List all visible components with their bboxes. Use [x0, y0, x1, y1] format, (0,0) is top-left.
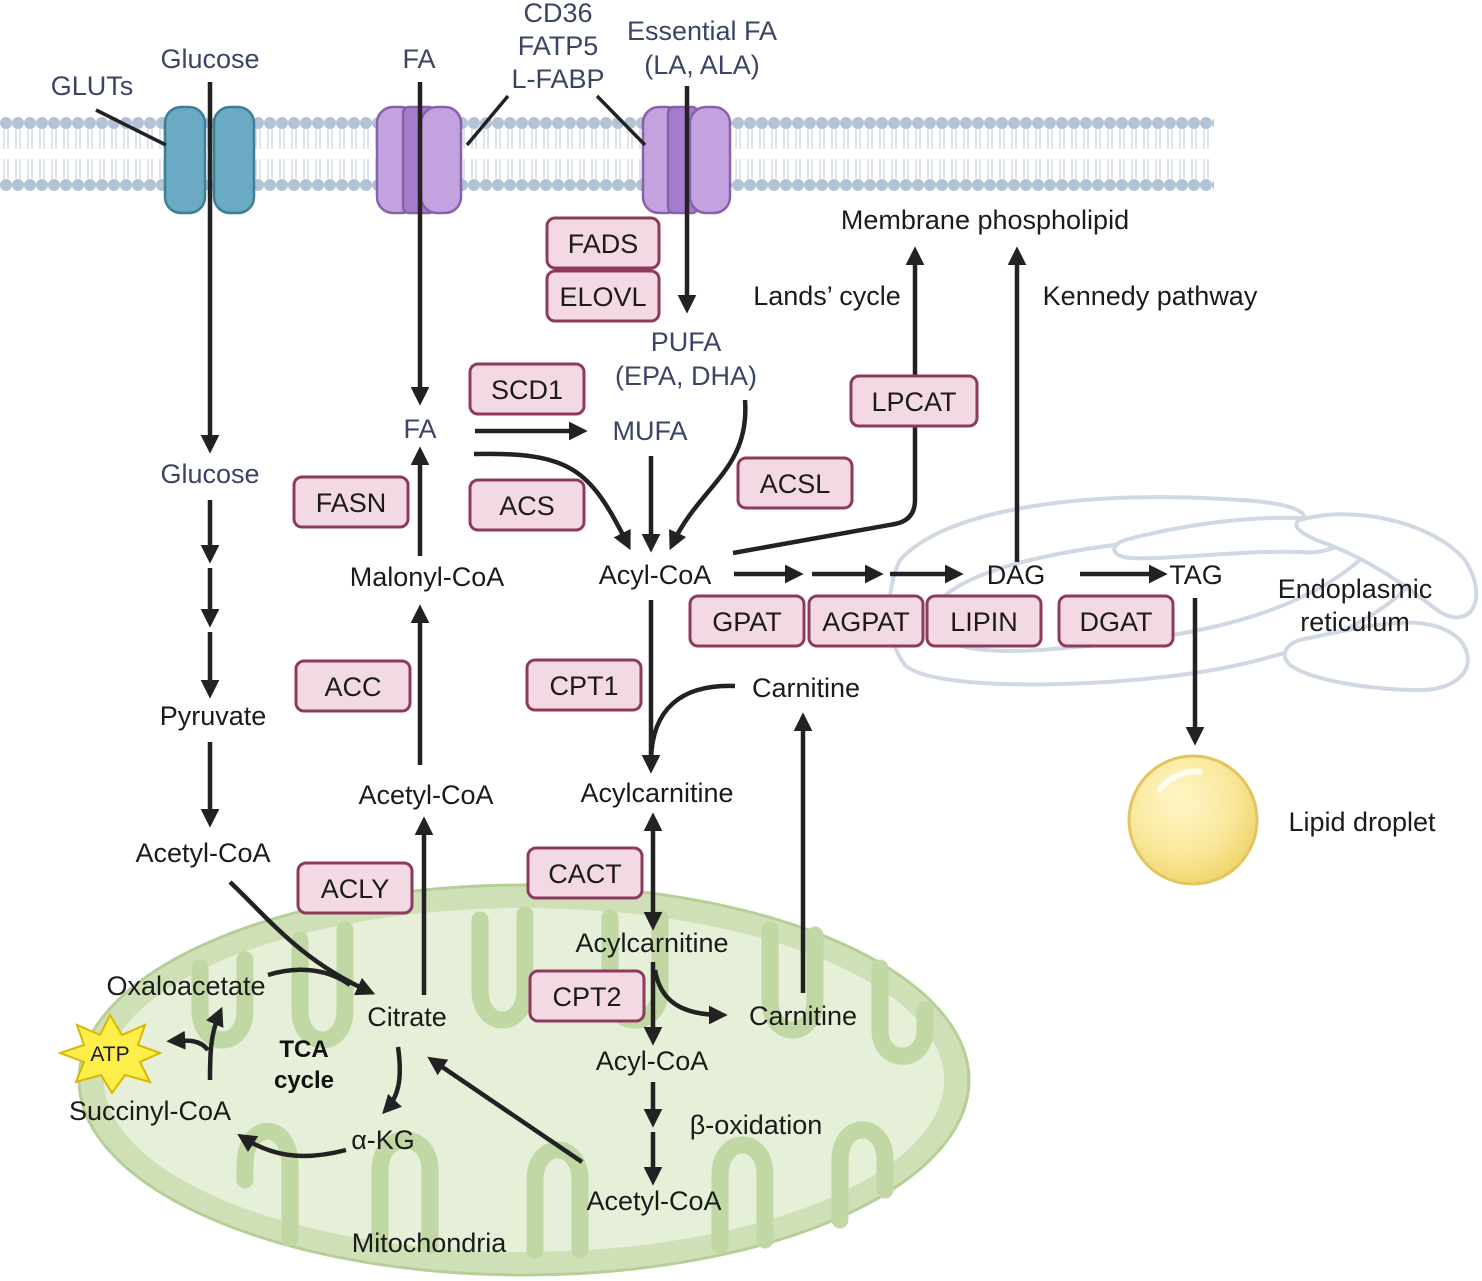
essential-fa-examples-label: (LA, ALA)	[644, 50, 760, 80]
pointer-lines	[95, 94, 647, 147]
enzyme-cpt1: CPT1	[525, 658, 643, 712]
citrate-label: Citrate	[367, 1002, 447, 1032]
enzyme-scd1: SCD1	[468, 362, 586, 416]
lipid-droplet-label: Lipid droplet	[1288, 807, 1436, 837]
acyl-coa-mito-label: Acyl-CoA	[596, 1046, 709, 1076]
kennedy-pathway-label: Kennedy pathway	[1043, 281, 1258, 311]
cd36-label: CD36	[523, 0, 592, 28]
enzyme-lipin: LIPIN	[925, 594, 1043, 648]
oxaloacetate-label: Oxaloacetate	[106, 971, 265, 1001]
essential-fa-label: Essential FA	[627, 16, 777, 46]
enzyme-dgat-label: DGAT	[1080, 607, 1153, 637]
pufa-label: PUFA	[651, 327, 722, 357]
malonyl-coa-label: Malonyl-CoA	[350, 562, 505, 592]
enzyme-fads-label: FADS	[568, 229, 639, 259]
enzyme-acc: ACC	[294, 659, 412, 713]
enzyme-acs: ACS	[468, 478, 586, 532]
enzyme-elovl-label: ELOVL	[559, 282, 646, 312]
enzyme-acc-label: ACC	[324, 672, 381, 702]
enzyme-fads: FADS	[545, 216, 661, 270]
er-label-line2: reticulum	[1300, 607, 1410, 637]
dag-label: DAG	[987, 560, 1046, 590]
acetyl-coa-cytosol-label: Acetyl-CoA	[358, 780, 493, 810]
acetyl-coa-glycolysis-label: Acetyl-CoA	[135, 838, 270, 868]
lipid-droplet	[1127, 754, 1259, 886]
tca-label-line1: TCA	[279, 1036, 328, 1063]
enzyme-cpt2: CPT2	[528, 969, 646, 1023]
tag-label: TAG	[1169, 560, 1223, 590]
fatp5-label: FATP5	[518, 31, 599, 61]
enzyme-acs-label: ACS	[499, 491, 555, 521]
enzyme-acly-label: ACLY	[321, 874, 390, 904]
essential-fa-transporter	[641, 105, 732, 215]
atp-star	[57, 1012, 163, 1095]
enzyme-gpat-label: GPAT	[712, 607, 782, 637]
pathway-arrows	[166, 82, 1205, 1186]
er-label-line1: Endoplasmic	[1278, 574, 1433, 604]
tca-label-line2: cycle	[274, 1067, 334, 1094]
l-fabp-label: L-FABP	[511, 64, 604, 94]
glucose-intracellular-label: Glucose	[160, 459, 259, 489]
carnitine-cytosol-label: Carnitine	[752, 673, 860, 703]
enzyme-fasn: FASN	[292, 475, 410, 529]
endoplasmic-reticulum	[887, 495, 1479, 693]
beta-oxidation-label: β-oxidation	[690, 1110, 823, 1140]
glut-transporter	[163, 105, 256, 215]
mufa-label: MUFA	[612, 416, 687, 446]
enzyme-acly: ACLY	[296, 861, 414, 915]
gluts-label: GLUTs	[51, 71, 134, 101]
enzyme-lpcat: LPCAT	[849, 374, 979, 428]
mitochondria	[77, 883, 971, 1277]
enzyme-cpt2-label: CPT2	[552, 982, 621, 1012]
fa-intracellular-label: FA	[403, 414, 436, 444]
enzyme-agpat-label: AGPAT	[822, 607, 910, 637]
pufa-examples-label: (EPA, DHA)	[615, 361, 757, 391]
enzyme-gpat: GPAT	[688, 594, 806, 648]
lands-cycle-label: Lands’ cycle	[753, 281, 901, 311]
acylcarnitine-mito-label: Acylcarnitine	[575, 928, 728, 958]
enzyme-cact: CACT	[526, 846, 644, 900]
enzyme-acsl: ACSL	[736, 456, 854, 510]
enzyme-fasn-label: FASN	[316, 488, 387, 518]
carnitine-mito-label: Carnitine	[749, 1001, 857, 1031]
membrane-phospholipid-label: Membrane phospholipid	[841, 205, 1129, 235]
glucose-extracellular-label: Glucose	[160, 44, 259, 74]
pyruvate-label: Pyruvate	[160, 701, 267, 731]
enzyme-acsl-label: ACSL	[760, 469, 831, 499]
enzyme-scd1-label: SCD1	[491, 375, 563, 405]
succinyl-coa-label: Succinyl-CoA	[69, 1096, 231, 1126]
alpha-kg-label: α-KG	[351, 1125, 415, 1155]
metabolite-labels: Glucose GLUTs FA CD36 FATP5 L-FABP Essen…	[51, 0, 1436, 1258]
acylcarnitine-cytosol-label: Acylcarnitine	[580, 778, 733, 808]
enzyme-elovl: ELOVL	[545, 269, 661, 323]
enzyme-cpt1-label: CPT1	[549, 671, 618, 701]
fa-extracellular-label: FA	[402, 44, 435, 74]
atp-label: ATP	[90, 1043, 129, 1066]
enzyme-dgat: DGAT	[1057, 594, 1175, 648]
enzyme-lpcat-label: LPCAT	[871, 387, 956, 417]
enzyme-lipin-label: LIPIN	[950, 607, 1018, 637]
enzyme-cact-label: CACT	[548, 859, 622, 889]
mitochondria-label: Mitochondria	[352, 1228, 508, 1258]
enzyme-agpat: AGPAT	[807, 594, 925, 648]
acyl-coa-cytosol-label: Acyl-CoA	[599, 560, 712, 590]
acetyl-coa-mito-label: Acetyl-CoA	[586, 1186, 721, 1216]
